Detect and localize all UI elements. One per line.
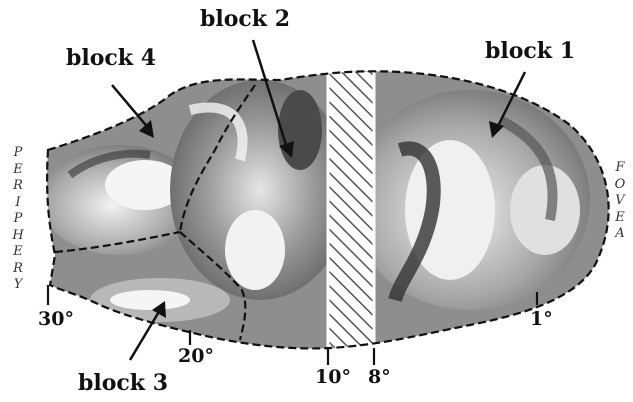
hatched-band — [328, 72, 374, 350]
tick-label-8: 8° — [368, 366, 391, 388]
tick-label-10: 10° — [315, 366, 351, 388]
block-4-label: block 4 — [66, 45, 156, 71]
tick-label-20: 20° — [178, 345, 214, 367]
block-2-label: block 2 — [200, 6, 290, 32]
block-1-label: block 1 — [485, 38, 575, 64]
tick-label-30: 30° — [38, 308, 74, 330]
tick-label-1: 1° — [530, 308, 553, 330]
block-3-label: block 3 — [78, 370, 168, 396]
